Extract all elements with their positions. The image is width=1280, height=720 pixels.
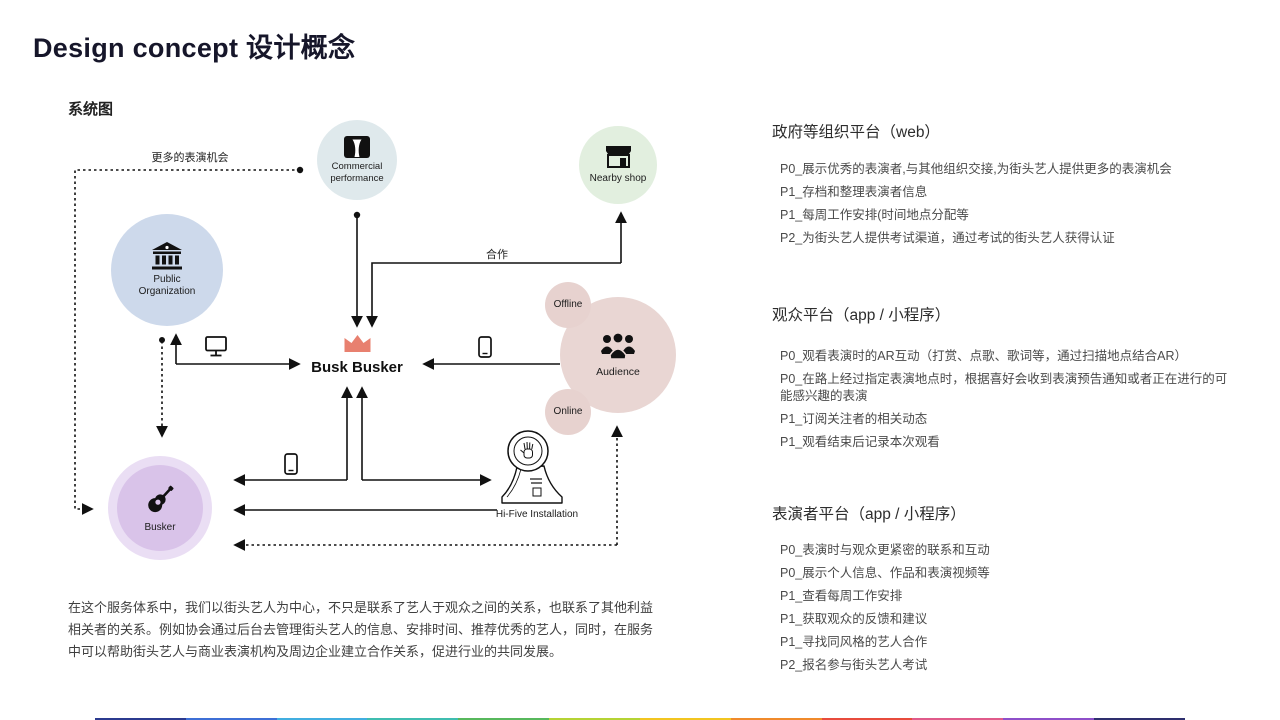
- section-item: P0_观看表演时的AR互动（打赏、点歌、歌词等，通过扫描地点结合AR）: [780, 349, 1187, 363]
- node-label: Offline: [553, 299, 583, 311]
- section-item: P1_每周工作安排(时间地点分配等: [780, 208, 969, 222]
- footer-color-segment: [821, 718, 913, 720]
- section-item: P1_获取观众的反馈和建议: [780, 612, 928, 626]
- section-item: P1_存档和整理表演者信息: [780, 185, 928, 199]
- section-item: P0_展示优秀的表演者,与其他组织交接,为街头艺人提供更多的表演机会: [780, 162, 1172, 176]
- section-title: 政府等组织平台（web）: [772, 124, 940, 141]
- installation-label: Hi-Five Installation: [495, 509, 579, 520]
- node-busker-inner: Busker: [117, 465, 203, 551]
- summary-paragraph: 在这个服务体系中，我们以街头艺人为中心，不只是联系了艺人于观众之间的关系，也联系…: [68, 600, 654, 659]
- center-node-label: Busk Busker: [311, 359, 403, 376]
- edge-endpoint-dot: [159, 337, 165, 343]
- node-offline: Offline: [545, 282, 591, 328]
- section-item: P0_在路上经过指定表演地点时，根据喜好会收到表演预告通知或者正在进行的可能感兴…: [780, 372, 1228, 403]
- edge-endpoint-dot: [353, 211, 361, 219]
- node-label: Audience: [596, 366, 640, 379]
- section-item: P0_展示个人信息、作品和表演视频等: [780, 566, 990, 580]
- section-title: 表演者平台（app / 小程序）: [772, 506, 966, 523]
- node-commercial-performance: Commercial performance: [317, 120, 397, 200]
- node-label: Busker: [144, 522, 176, 534]
- edge-label-cooperation: 合作: [486, 249, 508, 261]
- page-title: Design concept 设计概念: [33, 33, 356, 63]
- monitor-icon: [205, 336, 227, 357]
- edge-endpoint-dot: [296, 166, 304, 174]
- footer-color-bar: [95, 718, 1185, 720]
- center-node-busk-busker: Busk Busker: [302, 335, 412, 376]
- section-item: P1_查看每周工作安排: [780, 589, 903, 603]
- section-item: P2_为街头艺人提供考试渠道，通过考试的街头艺人获得认证: [780, 231, 1115, 245]
- section-audience-platform: 观众平台（app / 小程序） P0_观看表演时的AR互动（打赏、点歌、歌词等，…: [772, 303, 1234, 457]
- footer-color-segment: [276, 718, 368, 720]
- section-government-platform: 政府等组织平台（web） P0_展示优秀的表演者,与其他组织交接,为街头艺人提供…: [772, 120, 1234, 253]
- footer-color-segment: [912, 718, 1004, 720]
- guitar-icon: [148, 485, 174, 513]
- footer-color-segment: [1003, 718, 1095, 720]
- node-nearby-shop: Nearby shop: [579, 126, 657, 204]
- crown-icon: [344, 335, 370, 352]
- section-item: P1_寻找同风格的艺人合作: [780, 635, 928, 649]
- node-busker: Busker: [108, 456, 212, 560]
- section-title: 观众平台（app / 小程序）: [772, 307, 951, 324]
- footer-color-segment: [730, 718, 822, 720]
- footer-color-segment: [639, 718, 731, 720]
- section-item: P1_观看结束后记录本次观看: [780, 435, 940, 449]
- shop-icon: [605, 146, 631, 169]
- phone-icon: [284, 453, 298, 475]
- edge-label-more-opportunities: 更多的表演机会: [151, 152, 229, 164]
- node-label: Online: [553, 406, 583, 418]
- node-public-organization: Public Organization: [111, 214, 223, 326]
- edge-cooperation-down: [366, 262, 621, 328]
- theater-curtain-icon: [344, 136, 370, 159]
- footer-color-segment: [1094, 718, 1185, 720]
- footer-color-segment: [367, 718, 459, 720]
- edge-more-opportunities: [74, 169, 300, 515]
- section-performer-platform: 表演者平台（app / 小程序） P0_表演时与观众更紧密的联系和互动 P0_展…: [772, 502, 1234, 680]
- node-label: Public Organization: [138, 274, 196, 297]
- section-item: P1_订阅关注者的相关动态: [780, 412, 928, 426]
- footer-color-segment: [549, 718, 640, 720]
- hand-icon: [520, 441, 534, 459]
- bank-icon: [152, 242, 182, 270]
- footer-color-segment: [185, 718, 277, 720]
- section-item: P0_表演时与观众更紧密的联系和互动: [780, 543, 990, 557]
- section-item: P2_报名参与街头艺人考试: [780, 658, 928, 672]
- node-label: Commercial performance: [330, 161, 384, 184]
- connector-layer: [74, 166, 627, 551]
- footer-color-segment: [95, 718, 186, 720]
- node-online: Online: [545, 389, 591, 435]
- hi-five-installation-icon: [501, 430, 563, 504]
- node-label: Nearby shop: [589, 173, 647, 185]
- audience-group-icon: [601, 332, 635, 360]
- phone-icon: [478, 336, 492, 358]
- footer-color-segment: [458, 718, 550, 720]
- system-diagram-label: 系统图: [68, 101, 114, 118]
